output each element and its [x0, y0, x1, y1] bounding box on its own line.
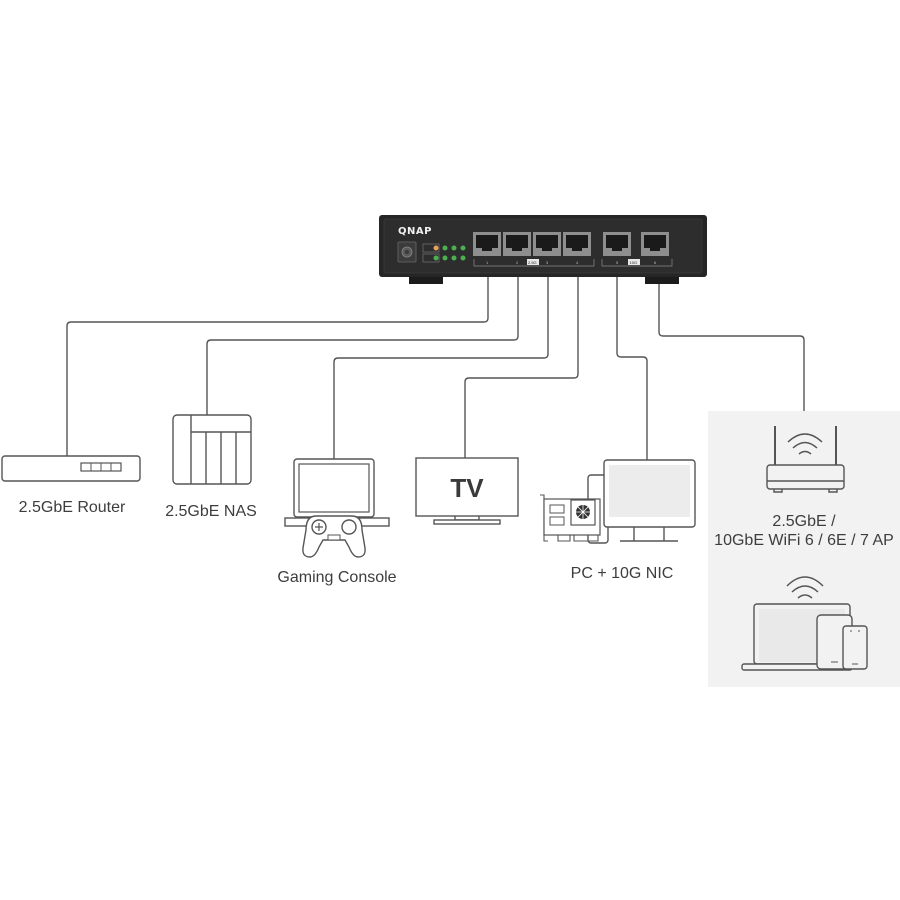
- led: [451, 245, 457, 251]
- ethernet-port-6[interactable]: 6: [641, 232, 669, 265]
- badge-10g: [628, 259, 640, 265]
- led: [460, 255, 466, 261]
- ethernet-port-1[interactable]: 1: [473, 232, 501, 265]
- nas-icon: [172, 414, 252, 485]
- ap-label-line2: 10GbE WiFi 6 / 6E / 7 AP: [714, 532, 894, 549]
- port-number-label: 4: [576, 260, 579, 265]
- ethernet-port-4[interactable]: 4: [563, 232, 591, 265]
- ethernet-port-3[interactable]: 3: [533, 232, 561, 265]
- router-icon: [1, 455, 141, 482]
- cable-port6-ap: [658, 270, 805, 411]
- ap-label: 2.5GbE / 10GbE WiFi 6 / 6E / 7 AP: [708, 512, 900, 550]
- tv-icon: [415, 457, 519, 525]
- badge-2g5-text: 2.5G: [528, 260, 537, 265]
- nas-label: 2.5GbE NAS: [165, 503, 257, 520]
- ap-label-line1: 2.5GbE /: [772, 513, 836, 530]
- button-reset[interactable]: [422, 243, 440, 253]
- cable-port2-nas: [206, 270, 519, 415]
- switch-foot-left: [409, 277, 443, 284]
- led: [442, 255, 448, 261]
- port-number-label: 5: [616, 260, 619, 265]
- ethernet-port-2[interactable]: 2: [503, 232, 531, 265]
- ethernet-ports: 1 2 3 4 5 6: [473, 232, 669, 265]
- switch-brand-logo: QNAP: [398, 226, 432, 237]
- port-number-label: 1: [486, 260, 489, 265]
- qnap-switch: QNAP 1 2 3 4 5 6 2.5G 10G: [379, 215, 707, 284]
- wifi-ap-icon: [766, 426, 845, 493]
- port-number-label: 3: [546, 260, 549, 265]
- cable-port1-router: [66, 270, 489, 457]
- badge-10g-text: 10G: [630, 260, 638, 265]
- port-group-bracket-2g5: [473, 259, 595, 267]
- cable-port3-console: [333, 270, 549, 459]
- led: [442, 245, 448, 251]
- led: [433, 255, 439, 261]
- connection-lines: [66, 270, 805, 460]
- wireless-clients-icon: [741, 576, 868, 671]
- cable-port5-pc: [616, 270, 648, 460]
- port-number-label: 2: [516, 260, 519, 265]
- status-leds: [433, 245, 466, 261]
- port-number-label: 6: [654, 260, 657, 265]
- port-group-bracket-10g: [601, 259, 673, 267]
- router-label: 2.5GbE Router: [18, 499, 126, 516]
- button-mode[interactable]: [422, 253, 440, 263]
- gaming-console-icon: [284, 458, 390, 558]
- led: [451, 255, 457, 261]
- led: [460, 245, 466, 251]
- pc-nic-icon: [540, 459, 696, 544]
- pc-label: PC + 10G NIC: [570, 565, 674, 582]
- cable-port4-tv: [464, 270, 579, 458]
- led-power: [433, 245, 439, 251]
- console-label: Gaming Console: [277, 569, 397, 586]
- badge-2g5: [527, 259, 539, 265]
- ethernet-port-5[interactable]: 5: [603, 232, 631, 265]
- tv-screen-text: TV: [450, 473, 484, 503]
- switch-foot-right: [645, 277, 679, 284]
